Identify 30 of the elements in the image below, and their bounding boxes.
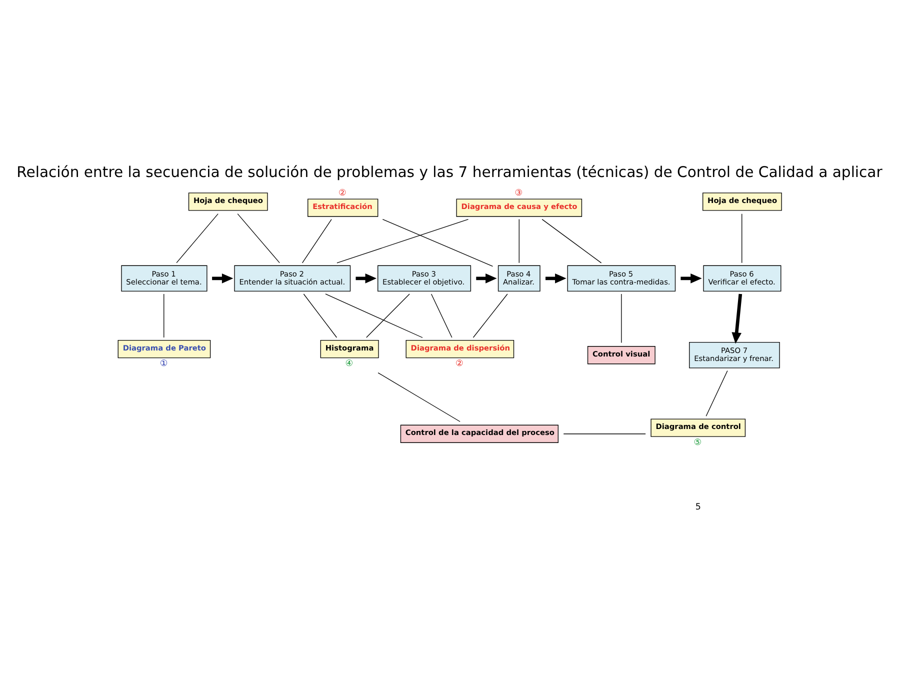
connector (325, 293, 423, 338)
node-label: ② (456, 358, 464, 369)
connector (518, 218, 520, 263)
connector (336, 218, 469, 263)
arrow (476, 273, 497, 283)
diagram-title: Relación entre la secuencia de solución de problemas y las 7 herramientas (técnicas) de Control de Calidad a aplicar (16, 164, 882, 181)
connector (563, 433, 646, 434)
label: 5 (695, 502, 701, 512)
arrow (212, 273, 234, 283)
connector (378, 372, 460, 422)
connector (382, 218, 494, 266)
arrow (732, 293, 742, 344)
connector (176, 213, 218, 263)
node-label: ① (160, 358, 168, 369)
connector (621, 293, 622, 343)
connector (303, 293, 338, 338)
arrow (546, 273, 566, 283)
connector (472, 293, 508, 338)
connector (706, 370, 728, 416)
connector (430, 293, 452, 338)
connector (302, 218, 332, 263)
node-label: ⑤ (694, 437, 702, 448)
node-label: ③ (514, 188, 523, 198)
node-label: ④ (345, 358, 354, 369)
arrow (680, 273, 702, 283)
connector (542, 218, 602, 263)
node-label: ② (338, 188, 346, 198)
arrow (356, 273, 377, 283)
connector (237, 213, 280, 263)
connector (366, 293, 410, 338)
